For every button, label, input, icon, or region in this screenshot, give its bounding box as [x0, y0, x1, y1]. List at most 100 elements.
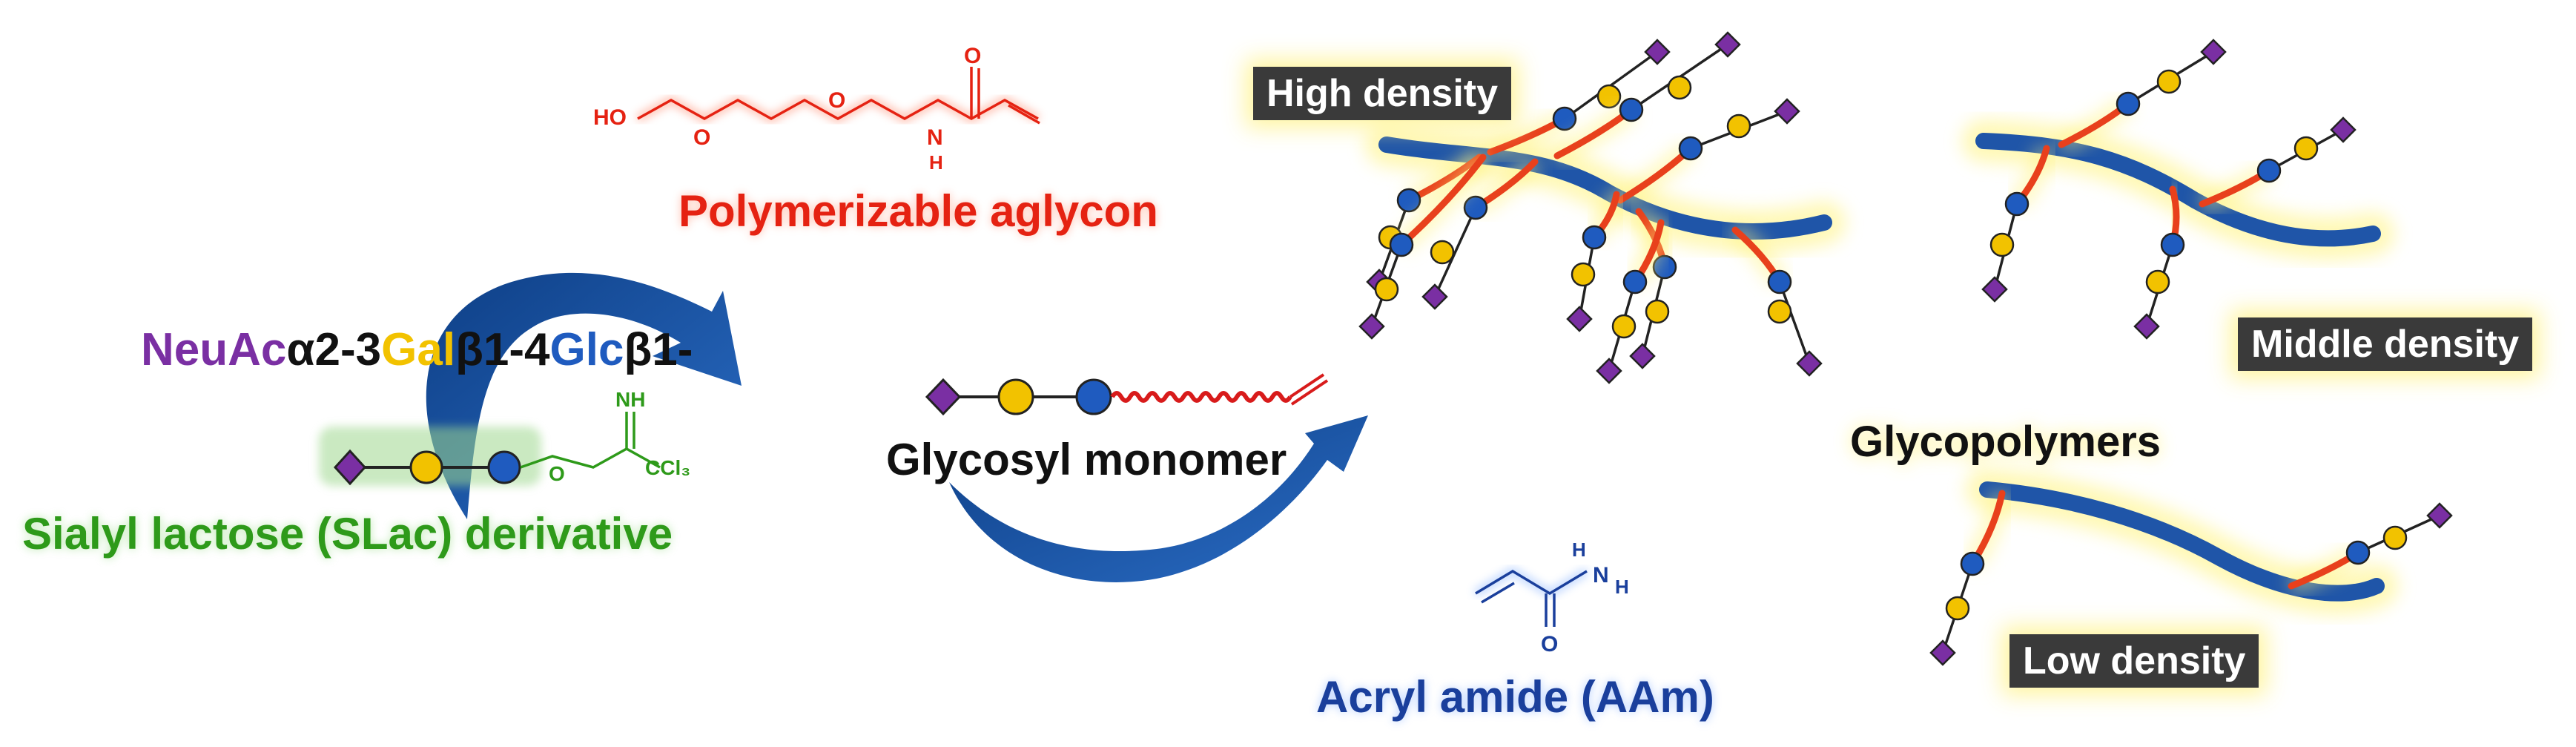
svg-text:Sialyl lactose (SLac) derivati: Sialyl lactose (SLac) derivative: [22, 509, 673, 559]
middle-density-tag: Middle density: [2238, 317, 2533, 371]
side-chain: [1596, 219, 1671, 384]
glc-circle-icon: [1582, 225, 1607, 250]
b14-text: β1-4: [455, 324, 550, 375]
amide-h-text: H: [929, 151, 943, 174]
side-chain: [1553, 31, 1741, 165]
gal-circle-icon: [2145, 269, 2170, 294]
neuac-diamond-icon: [333, 449, 367, 486]
glc-circle-icon: [1678, 136, 1703, 161]
glc-circle-icon: [1622, 269, 1648, 294]
aam-o-text: O: [1541, 632, 1558, 656]
glc-circle-icon: [1767, 269, 1792, 294]
arrow-to-glycopolymers: [949, 415, 1368, 582]
arrow-to-monomer: [426, 272, 742, 519]
neuac-diamond-icon: [1774, 98, 1800, 125]
a23-text: α2-3: [286, 324, 381, 375]
glc-circle-icon: [1396, 188, 1421, 213]
amide-n-text: N: [927, 125, 943, 150]
neuac-diamond-icon: [1981, 276, 2008, 303]
acrylamide-structure: O N H H: [1473, 539, 1629, 656]
neuac-diamond-icon: [1629, 343, 1656, 369]
aam-h1-text: H: [1572, 539, 1586, 561]
side-chain: [1981, 145, 2056, 303]
neuac-diamond-icon: [2133, 313, 2160, 340]
glycosyl-monomer-structure: [925, 373, 1329, 416]
glc-circle-icon: [2256, 158, 2282, 183]
neuac-diamond-icon: [925, 378, 962, 416]
side-chain: [1421, 154, 1542, 310]
imidate-nh-text: NH: [615, 388, 645, 411]
side-chain: [1358, 151, 1491, 340]
gal-circle-icon: [1611, 314, 1637, 339]
imidate-o-text: O: [549, 462, 565, 485]
gal-circle-icon: [997, 378, 1034, 415]
glc-circle-icon: [1960, 551, 1985, 576]
neuac-diamond-icon: [1421, 283, 1448, 310]
carbonyl-o-text: O: [964, 44, 981, 68]
neuac-diamond-icon: [2200, 39, 2227, 65]
monomer-label: Glycosyl monomer: [886, 435, 1287, 484]
ether-o1-text: O: [693, 125, 710, 150]
neuac-diamond-icon: [1596, 358, 1622, 384]
backbone-low-density: [1979, 481, 2385, 602]
svg-text:Acryl amide (AAm): Acryl amide (AAm): [1316, 672, 1714, 722]
ether-o2-text: O: [828, 88, 845, 113]
neuac-diamond-icon: [1358, 313, 1385, 340]
glycopolymers-group: [1358, 31, 2453, 666]
neuac-diamond-icon: [2426, 502, 2453, 529]
aam-label: Acryl amide (AAm): [1316, 672, 1714, 722]
backbone-middle-density: [1975, 133, 2381, 247]
neuac-diamond-icon: [1714, 31, 1741, 58]
side-chain: [1929, 490, 2012, 666]
gal-circle-icon: [1596, 84, 1622, 109]
neuac-diamond-icon: [1566, 306, 1593, 332]
ccl3-text: CCl₃: [645, 456, 690, 479]
glc-circle-icon: [2116, 91, 2141, 116]
aglycon-label: Polymerizable aglycon: [678, 186, 1158, 236]
svg-text:Glycopolymers: Glycopolymers: [1850, 418, 2161, 466]
b1-text: β1-: [624, 324, 693, 375]
neuac-text: NeuAc: [141, 324, 286, 375]
gal-circle-icon: [2156, 69, 2182, 94]
side-chain: [1487, 39, 1671, 162]
side-chain: [1566, 191, 1626, 332]
gal-circle-icon: [1767, 299, 1792, 324]
glc-circle-icon: [1552, 106, 1577, 131]
high-density-tag: High density: [1253, 67, 1512, 120]
sugar-sequence: NeuAcα2-3Galβ1-4Glcβ1-: [141, 324, 693, 375]
glycopolymers-label: Glycopolymers: [1850, 418, 2161, 466]
gal-circle-icon: [409, 450, 443, 484]
gal-circle-icon: [1667, 75, 1692, 100]
glc-circle-icon: [1075, 378, 1112, 415]
neuac-diamond-icon: [2330, 116, 2357, 143]
aam-n-text: N: [1593, 563, 1609, 588]
neuac-diamond-icon: [1644, 39, 1671, 65]
glc-circle-icon: [2160, 232, 2185, 257]
gal-circle-icon: [1430, 240, 1455, 265]
aglycon-structure: HO O O O N H: [593, 44, 1040, 174]
glc-circle-icon: [1463, 195, 1488, 220]
gal-circle-icon: [1989, 232, 2015, 257]
gal-text: Gal: [381, 324, 455, 375]
side-chain: [2133, 185, 2186, 340]
svg-text:Polymerizable aglycon: Polymerizable aglycon: [678, 186, 1158, 236]
slac-label: Sialyl lactose (SLac) derivative: [22, 509, 673, 559]
gal-circle-icon: [2293, 136, 2319, 161]
glc-circle-icon: [2345, 540, 2371, 565]
glc-circle-icon: [1389, 232, 1414, 257]
glc-circle-icon: [2004, 191, 2030, 217]
slac-derivative-structure: O NH CCl₃: [319, 388, 690, 486]
gal-circle-icon: [1645, 299, 1670, 324]
gal-circle-icon: [2382, 525, 2408, 550]
gal-circle-icon: [1374, 277, 1399, 302]
side-chain: [2288, 502, 2453, 596]
glc-text: Glc: [550, 324, 624, 375]
gal-circle-icon: [1945, 596, 1970, 621]
gal-circle-icon: [1726, 113, 1751, 139]
glc-circle-icon: [1619, 97, 1644, 122]
neuac-diamond-icon: [1929, 639, 1956, 666]
side-chain: [1615, 98, 1800, 209]
side-chain: [2199, 116, 2357, 214]
backbone-high-density: [1378, 136, 1832, 240]
